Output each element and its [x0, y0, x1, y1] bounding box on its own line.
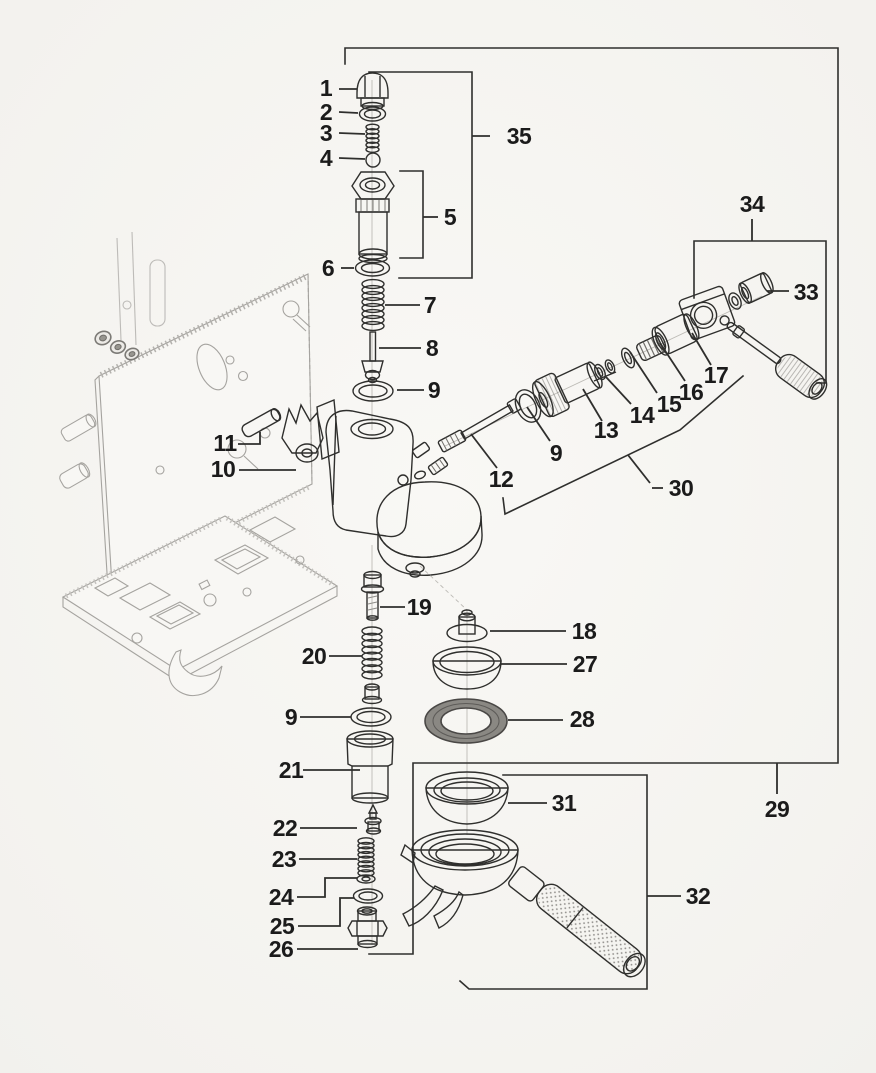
callout-21: 21: [279, 757, 304, 783]
bracket-32: [458, 774, 648, 990]
part-24-washer: [356, 874, 376, 884]
leader-17: [691, 332, 712, 366]
callout-29: 29: [765, 796, 790, 822]
part-5-fitting: [351, 171, 395, 264]
callout-33: 33: [794, 279, 819, 305]
leader-12: [470, 433, 498, 469]
part-4-ball: [365, 152, 381, 168]
part-18-valve: [446, 609, 488, 643]
callout-16: 16: [679, 379, 704, 405]
leader-14: [605, 376, 632, 405]
callout-1: 1: [320, 75, 333, 101]
callout-6: 6: [322, 255, 334, 281]
part-19-screw: [360, 570, 385, 621]
part-25-o-ring: [352, 888, 384, 904]
part-1-cap: [356, 72, 389, 111]
callout-22: 22: [273, 815, 298, 841]
leader-4: [338, 157, 366, 160]
frame-washers: [94, 330, 140, 361]
portafilter-handle: [508, 866, 646, 978]
callout-25: 25: [270, 913, 295, 939]
callout-12: 12: [489, 466, 514, 492]
part-28-group-gasket: [424, 698, 508, 744]
callout-9-low: 9: [285, 704, 297, 730]
part-33-sleeve: [738, 272, 774, 304]
bracket-29: [344, 47, 839, 955]
part-26-hex-fitting: [347, 906, 388, 949]
bracket-35: [368, 71, 473, 279]
top-valve-column: [351, 72, 395, 402]
leader-15: [629, 351, 658, 394]
callout-13: 13: [594, 417, 619, 443]
part-13-piston: [531, 361, 603, 418]
callout-23: 23: [272, 846, 297, 872]
leader-9-mid: [526, 406, 551, 442]
callout-26: 26: [269, 936, 294, 962]
part-27-shower-screen: [432, 646, 502, 690]
part-7-spring: [361, 278, 385, 332]
part-6-o-ring: [354, 259, 391, 277]
callout-15: 15: [657, 391, 682, 417]
callout-35: 35: [507, 123, 532, 149]
leader-11: [238, 432, 261, 445]
callout-7: 7: [424, 292, 436, 318]
horizontal-valve-assembly: [437, 272, 828, 453]
callout-27: 27: [573, 651, 598, 677]
callout-20: 20: [302, 643, 327, 669]
leader-lines: [238, 88, 789, 950]
callout-31: 31: [552, 790, 577, 816]
lower-valve-column: [346, 570, 394, 949]
part-2-o-ring: [358, 106, 387, 122]
bracket-30: [502, 374, 745, 516]
part-8-valve-stem: [361, 331, 384, 384]
leader-30: [627, 454, 651, 484]
callout-3: 3: [320, 120, 332, 146]
callout-17: 17: [704, 362, 729, 388]
callout-18: 18: [572, 618, 597, 644]
callout-14: 14: [630, 402, 655, 428]
callout-4: 4: [320, 145, 333, 171]
bracket-34: [693, 240, 827, 384]
leader-25: [298, 897, 354, 927]
callout-19: 19: [407, 594, 432, 620]
callout-34: 34: [740, 191, 765, 217]
part-3-spring: [365, 123, 380, 153]
filter-column: [400, 565, 646, 978]
part-32-portafilter: [400, 829, 646, 978]
part-34-washer: [728, 292, 742, 310]
leader-3: [338, 132, 366, 135]
group-brackets: [344, 47, 839, 990]
callout-numbers: 1 2 3 4 5 6 7 8 9 10 11 12 13 9 14 15 16…: [211, 75, 819, 962]
callout-32: 32: [686, 883, 711, 909]
leader-2: [338, 111, 359, 114]
callout-9-top: 9: [428, 377, 440, 403]
part-9-o-ring-top: [352, 380, 394, 402]
part-22-valve-pin: [364, 803, 382, 835]
callout-30: 30: [669, 475, 694, 501]
part-11-pin: [241, 408, 282, 438]
callout-2: 2: [320, 99, 332, 125]
callout-5: 5: [444, 204, 457, 230]
bracket-5: [399, 170, 424, 259]
part-34-valve-block: [678, 285, 736, 341]
callout-9-mid: 9: [550, 440, 562, 466]
callout-28: 28: [570, 706, 595, 732]
callout-8: 8: [426, 335, 439, 361]
part-21-piston-sleeve: [346, 730, 394, 804]
part-31-filter-basket: [425, 771, 509, 825]
machine-frame: [59, 231, 339, 696]
part-20-nozzle: [361, 683, 383, 705]
callout-24: 24: [269, 884, 294, 910]
callout-11: 11: [213, 430, 237, 456]
part-23-spring: [357, 837, 375, 877]
leader-16: [659, 342, 686, 382]
part-10-group-casting: [281, 398, 483, 578]
leader-13: [582, 388, 603, 422]
leader-24: [297, 877, 357, 898]
part-34-lever-rod: [726, 321, 828, 400]
callout-10: 10: [211, 456, 236, 482]
